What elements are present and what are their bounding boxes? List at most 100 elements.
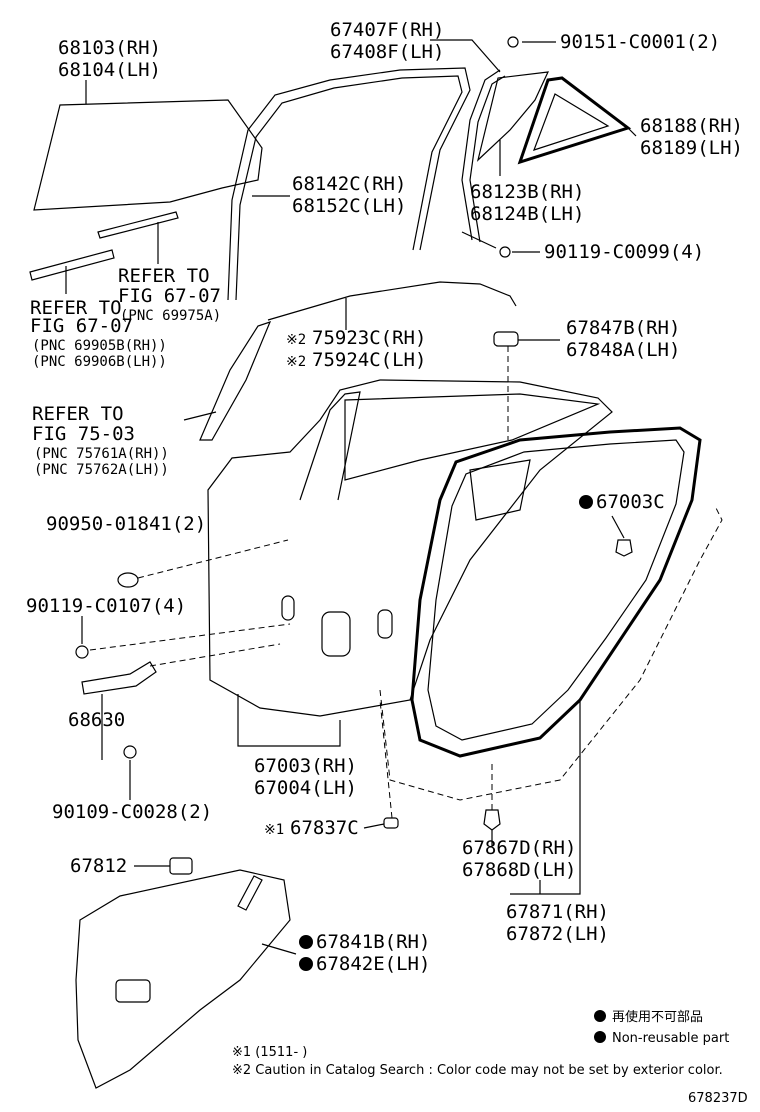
door-glass-outline: [33, 99, 263, 211]
bolt-90109-icon: [123, 745, 137, 759]
label-run-channel-rh: 68142C(RH): [292, 173, 406, 195]
label-refer-7503-line1: REFER TO: [32, 403, 124, 425]
leader-weather-strip: [430, 39, 501, 73]
bolt-90119-c0107-icon: [75, 645, 89, 659]
legend-non-reusable-icon: [594, 1010, 606, 1022]
label-cover-67812: 67812: [70, 855, 127, 877]
leader-weatherstrip: [510, 700, 581, 895]
label-refer-7503-pnc-rh: (PNC 75761A(RH)): [34, 446, 169, 462]
clip-67837c-icon: [383, 817, 399, 829]
label-clip-67837c: 67837C: [290, 817, 359, 839]
weather-strip-inner: [469, 75, 506, 243]
label-refer-a-line1: REFER TO: [118, 265, 210, 287]
legend-non-reusable-icon: [594, 1031, 606, 1043]
screw-90151-icon: [507, 36, 519, 48]
label-service-hole-rh: 67841B(RH): [316, 931, 430, 953]
leader-plug: [137, 539, 289, 579]
label-moulding-lh: 75924C(LH): [312, 349, 426, 371]
plug-90950-icon: [117, 572, 139, 588]
label-note-mark-2b: ※2: [286, 354, 306, 370]
retainer-67867d-icon: [483, 809, 501, 831]
leader-service-hole: [261, 943, 297, 955]
door-frame-upper: [299, 391, 361, 501]
door-panel-hole-2: [377, 609, 393, 639]
pad-67847b: [493, 331, 519, 347]
label-retainer-lh: 67868D(LH): [462, 859, 576, 881]
door-outer-panel: [207, 379, 613, 717]
label-note-mark-1: ※1: [264, 822, 284, 838]
label-weatherstrip-lh: 67872(LH): [506, 923, 609, 945]
label-note-mark-2a: ※2: [286, 332, 306, 348]
label-service-hole-lh: 67842E(LH): [316, 953, 430, 975]
leader-clip-67837c: [363, 823, 385, 829]
label-pad-lh: 67848A(LH): [566, 339, 680, 361]
quarter-glass-outline: [476, 71, 549, 162]
quarter-seal-outer: [517, 76, 632, 165]
door-weatherstrip-outer: [410, 426, 702, 758]
door-check-68630-icon: [81, 661, 157, 695]
leader-refer-7503: [183, 411, 217, 421]
label-weather-strip-rh: 67407F(RH): [330, 19, 444, 41]
label-quarter-seal-rh: 68188(RH): [640, 115, 743, 137]
non-reusable-mark-icon: [579, 495, 593, 509]
leader-check-dash: [149, 643, 281, 667]
label-panel-rh: 67003(RH): [254, 755, 357, 777]
leader-bolt-c0107-dash: [89, 623, 291, 651]
service-hole-cover-cutout-1: [115, 979, 151, 1003]
door-panel-hole-1: [321, 611, 351, 657]
label-refer-b-line2: FIG 67-07: [30, 315, 133, 337]
leader-clip-67837c-dash: [379, 699, 393, 819]
glass-run-strip-upper: [97, 211, 179, 239]
weather-strip-outer: [461, 69, 501, 241]
label-refer-7503-pnc-lh: (PNC 75762A(LH)): [34, 462, 169, 478]
label-quarter-glass-rh: 68123B(RH): [470, 181, 584, 203]
legend-non-reusable-jp: 再使用不可部品: [612, 1009, 703, 1025]
label-quarter-glass-lh: 68124B(LH): [470, 203, 584, 225]
label-refer-7503-line2: FIG 75-03: [32, 423, 135, 445]
door-frame-window: [344, 393, 601, 481]
label-refer-b-pnc-lh: (PNC 69906B(LH)): [32, 354, 167, 370]
moulding-75923c: [267, 281, 517, 321]
service-hole-cover: [75, 869, 291, 1089]
label-refer-b-line1: REFER TO: [30, 297, 122, 319]
label-bolt-90151: 90151-C0001(2): [560, 31, 720, 53]
label-quarter-seal-lh: 68189(LH): [640, 137, 743, 159]
label-run-channel-lh: 68152C(LH): [292, 195, 406, 217]
label-check-68630: 68630: [68, 709, 125, 731]
legend-non-reusable-en: Non-reusable part: [612, 1031, 729, 1046]
non-reusable-mark-icon: [299, 935, 313, 949]
glass-run-strip-lower: [29, 249, 115, 281]
leader-panel: [237, 694, 341, 747]
label-clip-67003c: 67003C: [596, 491, 665, 513]
leader-clip-67003c: [611, 515, 625, 539]
label-bolt-c0099: 90119-C0099(4): [544, 241, 704, 263]
label-bolt-c0107: 90119-C0107(4): [26, 595, 186, 617]
label-refer-a-line2: FIG 67-07: [118, 285, 221, 307]
label-weatherstrip-rh: 67871(RH): [506, 901, 609, 923]
label-plug-90950: 90950-01841(2): [46, 513, 206, 535]
door-panel-hole-3: [281, 595, 295, 621]
service-hole-cover-cutout-2: [237, 875, 263, 911]
clip-67003c-icon: [615, 539, 633, 557]
leader-bolt-c0099: [461, 231, 540, 253]
label-bolt-90109: 90109-C0028(2): [52, 801, 212, 823]
label-pad-rh: 67847B(RH): [566, 317, 680, 339]
non-reusable-mark-icon: [299, 957, 313, 971]
label-glass-rh: 68103(RH): [58, 37, 161, 59]
footnote-2: ※2 Caution in Catalog Search : Color cod…: [232, 1063, 723, 1078]
label-refer-b-pnc-rh: (PNC 69905B(RH)): [32, 338, 167, 354]
door-weatherstrip-lower: [379, 507, 723, 801]
cover-67812-icon: [169, 857, 193, 875]
door-panel-bracket: [469, 459, 531, 521]
label-glass-lh: 68104(LH): [58, 59, 161, 81]
label-refer-a-pnc: (PNC 69975A): [120, 308, 221, 324]
label-weather-strip-lh: 67408F(LH): [330, 41, 444, 63]
quarter-seal-inner: [533, 93, 610, 151]
leader-quarter-seal: [627, 127, 637, 137]
bolt-90119-c0099-icon: [499, 246, 511, 258]
run-channel-outer: [227, 67, 471, 301]
label-panel-lh: 67004(LH): [254, 777, 357, 799]
moulding-refer-7503: [199, 321, 272, 441]
run-channel-inner: [235, 75, 463, 301]
